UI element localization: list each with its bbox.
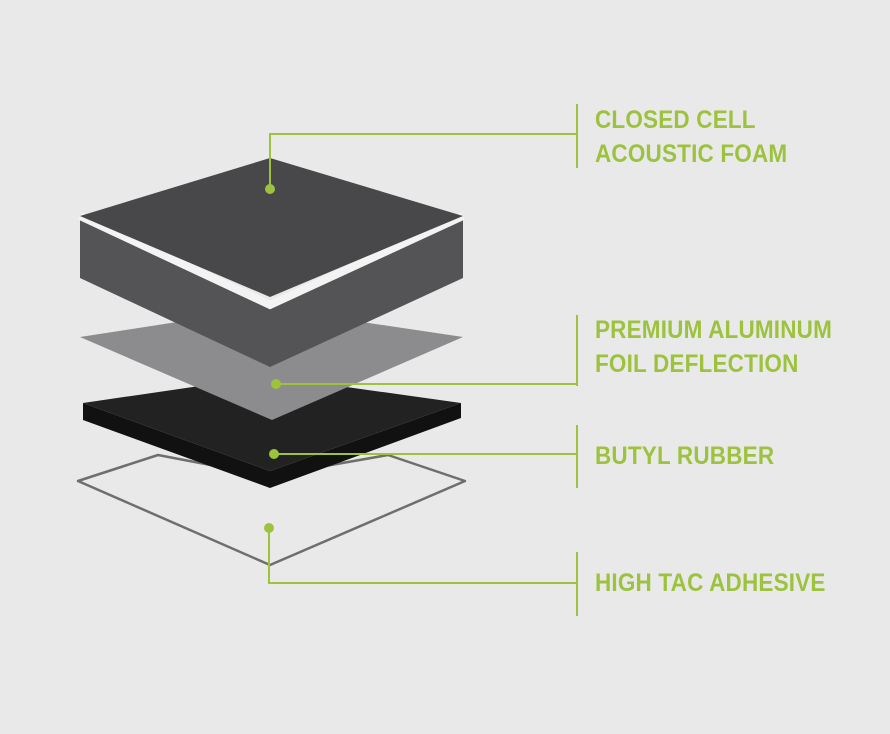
label-line: BUTYL RUBBER <box>595 442 775 470</box>
foil-leader-dot <box>271 379 281 389</box>
foam-layer-highlight <box>78 212 465 310</box>
label-line: ACOUSTIC FOAM <box>595 140 788 168</box>
label-butyl-rubber: BUTYL RUBBER <box>595 439 774 473</box>
label-line: PREMIUM ALUMINUM <box>595 316 833 344</box>
adhesive-leader-line <box>268 528 577 584</box>
rubber-layer-top <box>83 376 461 471</box>
rubber-leader-dot <box>269 449 279 459</box>
adhesive-leader-dot <box>264 523 274 533</box>
label-line: FOIL DEFLECTION <box>595 350 799 378</box>
label-high-tac-adhesive: HIGH TAC ADHESIVE <box>595 566 826 600</box>
foam-layer-top <box>80 158 463 297</box>
foam-leader-dot <box>265 184 275 194</box>
label-line: CLOSED CELL <box>595 106 756 134</box>
label-aluminum-foil: PREMIUM ALUMINUM FOIL DEFLECTION <box>595 313 832 381</box>
label-line: HIGH TAC ADHESIVE <box>595 569 826 597</box>
foam-leader-line <box>269 133 577 189</box>
rubber-layer-side <box>83 403 461 488</box>
label-closed-cell-foam: CLOSED CELL ACOUSTIC FOAM <box>595 103 787 171</box>
foam-layer-side <box>80 216 463 367</box>
